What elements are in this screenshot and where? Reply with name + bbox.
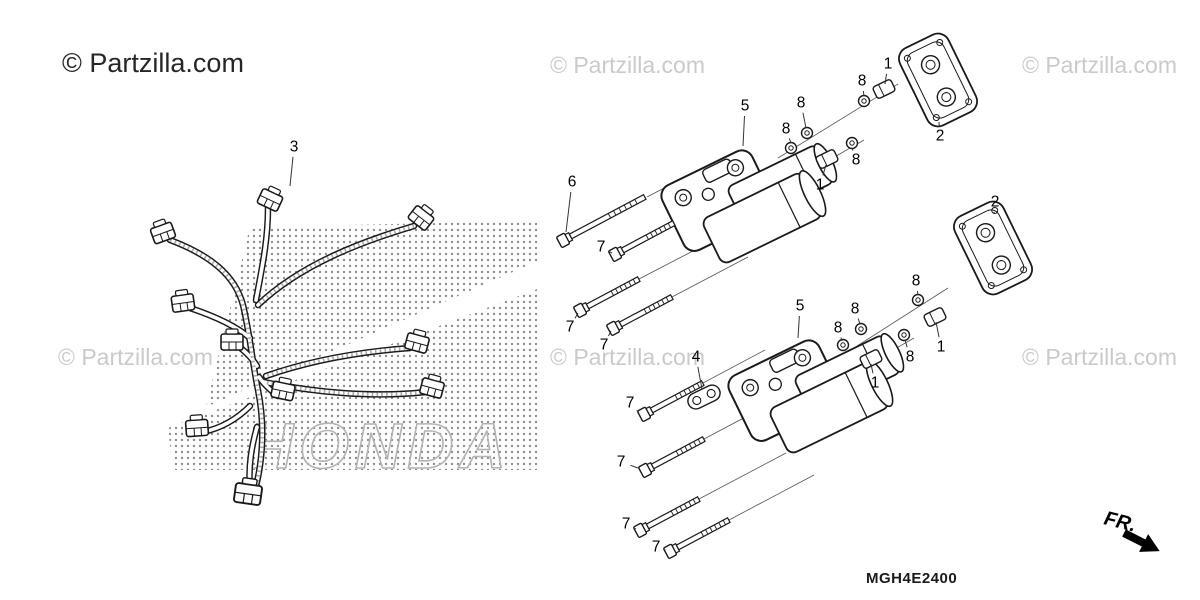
leader-line-7 [634,528,637,530]
callout-1: 1 [870,374,880,392]
fr-label: FR. [1102,508,1139,537]
linear-solenoid-assembly-top [656,114,854,278]
leader-line-5 [742,115,745,147]
leader-line-6 [565,191,572,233]
callout-8: 8 [911,272,921,290]
leader-line-8 [851,147,854,151]
leader-line-8 [788,138,792,144]
callout-2: 2 [935,127,945,145]
oring-8 [800,126,814,140]
callout-7: 7 [616,453,626,471]
valve-1 [871,78,897,100]
callout-7: 7 [565,318,575,336]
leader-line-3 [289,156,294,187]
watermark-light: © Partzilla.com [550,52,705,78]
callout-7: 7 [621,515,631,533]
leader-line-8 [862,90,865,97]
valve-1 [922,306,948,328]
callout-5: 5 [740,97,750,115]
diagram-code-label: MGH4E2400 [866,570,958,587]
leader-line-7 [609,251,613,254]
watermark-light: © Partzilla.com [1022,52,1177,78]
harness-connector [169,287,196,314]
callout-7: 7 [599,336,609,354]
bolt-flange [572,273,643,319]
leader-line-8 [857,318,861,325]
callout-8: 8 [796,94,806,112]
callout-4: 4 [691,348,701,366]
oring-8 [845,136,859,150]
bolt-flange [605,291,676,337]
oring-8 [857,94,871,108]
callout-6: 6 [567,173,577,191]
leader-line-1 [884,73,888,85]
oring-8 [784,141,798,155]
watermark-light: © Partzilla.com [550,344,705,370]
watermark-light: © Partzilla.com [1022,344,1177,370]
honda-ghost-text: HONDA [247,410,512,482]
wiring-harness [147,182,447,507]
callout-2: 2 [990,193,1000,211]
leader-line-5 [797,315,800,339]
linear-solenoid-assembly-bottom [723,304,921,468]
leader-line-7 [630,464,639,469]
callout-7: 7 [596,238,606,256]
leader-line-8 [840,337,843,342]
callout-8: 8 [857,72,867,90]
bolt-flange [637,433,708,479]
oring-8 [854,322,868,336]
leader-line-7 [608,330,612,337]
callout-7: 7 [625,394,635,412]
callout-1: 1 [815,176,825,194]
fr-arrow-icon [1122,529,1160,552]
bolt-flange [607,217,678,263]
watermark-dark: © Partzilla.com [62,48,244,78]
fr-direction-indicator: FR. [1102,508,1160,552]
callout-5: 5 [795,297,805,315]
callout-leader-lines [289,73,995,551]
callout-8: 8 [850,300,860,318]
leader-line-7 [574,312,579,319]
callout-8: 8 [851,151,861,169]
callout-8: 8 [781,120,791,138]
harness-connector [255,182,287,213]
leader-line-1 [935,321,940,338]
leader-line-8 [802,112,807,129]
callout-7: 7 [651,538,661,556]
leader-line-4 [697,366,703,390]
oring-8 [911,293,925,307]
harness-connector [269,375,298,402]
callout-8: 8 [833,319,843,337]
bolt-flange [632,493,703,539]
leader-line-1 [870,363,874,374]
leader-line-7 [636,410,640,414]
callout-1: 1 [936,338,946,356]
leader-line-8 [916,290,919,296]
callout-8: 8 [905,348,915,366]
watermark-light: © Partzilla.com [58,344,213,370]
leader-line-1 [822,164,827,176]
callout-1: 1 [883,55,893,73]
callout-3: 3 [289,138,299,156]
oring-8 [836,338,850,352]
gasket-top [893,28,983,132]
leader-line-8 [904,339,908,348]
bolt-flange [662,514,733,560]
oring-8 [897,328,911,342]
gasket-bottom [948,196,1038,300]
